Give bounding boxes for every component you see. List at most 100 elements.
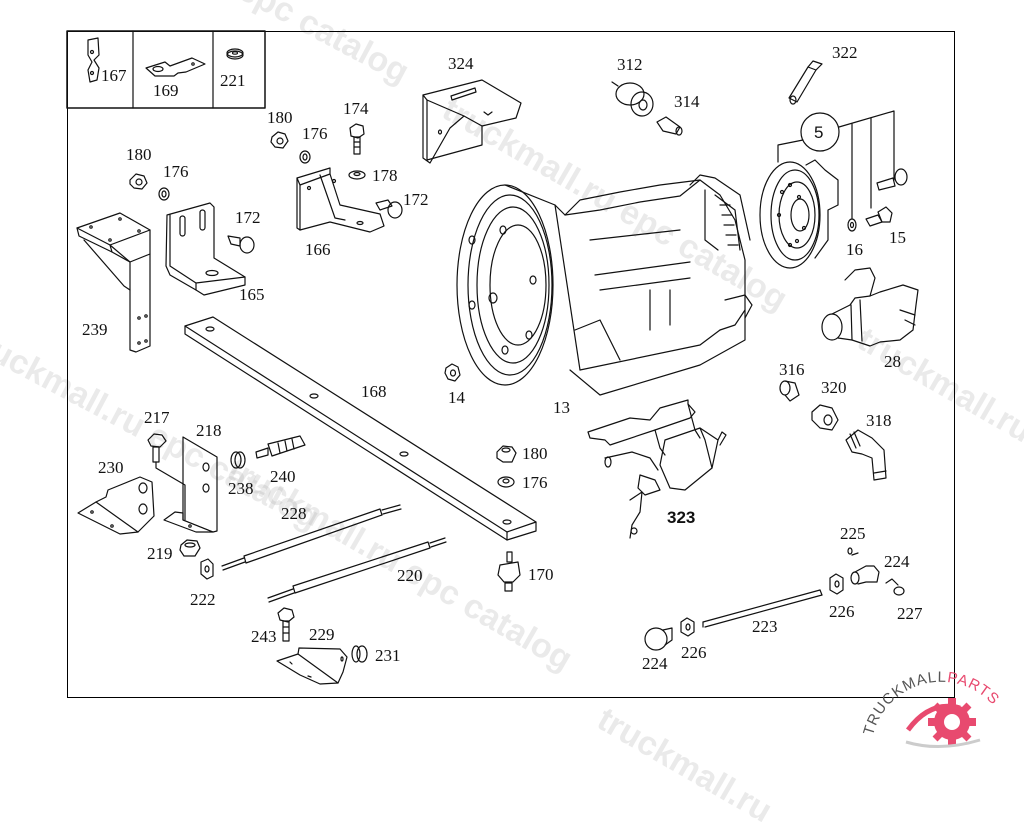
part-174-bolt[interactable] bbox=[350, 124, 364, 154]
callout-226[interactable]: 226 bbox=[681, 644, 707, 661]
callout-169[interactable]: 169 bbox=[153, 82, 179, 99]
part-324-bracket[interactable] bbox=[423, 80, 521, 163]
callout-180[interactable]: 180 bbox=[522, 445, 548, 462]
callout-324[interactable]: 324 bbox=[448, 55, 474, 72]
callout-323[interactable]: 323 bbox=[667, 509, 695, 526]
part-226-nut[interactable] bbox=[830, 574, 843, 594]
part-222-nut[interactable] bbox=[201, 559, 213, 579]
part-172-bolt[interactable] bbox=[228, 236, 254, 253]
callout-222[interactable]: 222 bbox=[190, 591, 216, 608]
callout-220[interactable]: 220 bbox=[397, 567, 423, 584]
part-166-bracket[interactable] bbox=[297, 168, 384, 232]
callout-174[interactable]: 174 bbox=[343, 100, 369, 117]
callout-243[interactable]: 243 bbox=[251, 628, 277, 645]
part-225-clip[interactable] bbox=[848, 548, 858, 555]
part-180-nut[interactable] bbox=[497, 446, 516, 462]
callout-316[interactable]: 316 bbox=[779, 361, 805, 378]
callout-218[interactable]: 218 bbox=[196, 422, 222, 439]
callout-224[interactable]: 224 bbox=[642, 655, 668, 672]
part-320-nut[interactable] bbox=[812, 405, 838, 430]
callout-221[interactable]: 221 bbox=[220, 72, 246, 89]
part-312-switch[interactable] bbox=[612, 82, 653, 116]
callout-224[interactable]: 224 bbox=[884, 553, 910, 570]
part-165-bracket[interactable] bbox=[166, 203, 245, 295]
callout-16[interactable]: 16 bbox=[846, 241, 863, 258]
callout-219[interactable]: 219 bbox=[147, 545, 173, 562]
callout-170[interactable]: 170 bbox=[528, 566, 554, 583]
part-238-bushing[interactable] bbox=[231, 452, 245, 468]
part-167-ground-strap[interactable] bbox=[88, 38, 99, 82]
part-170-rubber-mount[interactable] bbox=[498, 552, 520, 591]
callout-312[interactable]: 312 bbox=[617, 56, 643, 73]
callout-223[interactable]: 223 bbox=[752, 618, 778, 635]
part-230-bracket[interactable] bbox=[78, 477, 154, 534]
part-14-nut[interactable] bbox=[445, 364, 460, 381]
callout-168[interactable]: 168 bbox=[361, 383, 387, 400]
part-180-nut[interactable] bbox=[271, 132, 288, 148]
callout-15[interactable]: 15 bbox=[889, 229, 906, 246]
part-318-elbow-fitting[interactable] bbox=[846, 430, 886, 480]
part-231-bushing[interactable] bbox=[352, 646, 367, 662]
callout-226[interactable]: 226 bbox=[829, 603, 855, 620]
part-226-nut[interactable] bbox=[681, 618, 694, 636]
part-28-yoke[interactable] bbox=[822, 268, 918, 346]
part-15-bolt[interactable] bbox=[866, 169, 907, 226]
svg-text:TRUCKMALLPARTS: TRUCKMALLPARTS bbox=[860, 669, 1003, 738]
callout-176[interactable]: 176 bbox=[163, 163, 189, 180]
part-314-fitting[interactable] bbox=[657, 117, 682, 135]
callout-314[interactable]: 314 bbox=[674, 93, 700, 110]
part-178-washer[interactable] bbox=[349, 171, 365, 179]
part-219-nut[interactable] bbox=[180, 540, 200, 556]
callout-240[interactable]: 240 bbox=[270, 468, 296, 485]
callout-176[interactable]: 176 bbox=[302, 125, 328, 142]
part-243-bolt[interactable] bbox=[278, 608, 294, 641]
callout-238[interactable]: 238 bbox=[228, 480, 254, 497]
part-16-washer[interactable] bbox=[848, 219, 856, 231]
callout-180[interactable]: 180 bbox=[267, 109, 293, 126]
part-168-crossmember-bar[interactable] bbox=[185, 317, 536, 540]
part-224-ball-socket[interactable] bbox=[645, 628, 672, 650]
part-221-washer[interactable] bbox=[227, 49, 243, 59]
callout-165[interactable]: 165 bbox=[239, 286, 265, 303]
callout-217[interactable]: 217 bbox=[144, 409, 170, 426]
part-316-plug[interactable] bbox=[780, 381, 799, 401]
part-169-plate[interactable] bbox=[146, 58, 205, 76]
parts-diagram: epc catalog truckmall.ru epc catalog tru… bbox=[0, 0, 1024, 750]
part-323-valve-harness[interactable] bbox=[588, 400, 726, 538]
callout-322[interactable]: 322 bbox=[832, 44, 858, 61]
callout-166[interactable]: 166 bbox=[305, 241, 331, 258]
callout-172[interactable]: 172 bbox=[235, 209, 261, 226]
callout-172[interactable]: 172 bbox=[403, 191, 429, 208]
truckmall-parts-logo: TRUCKMALLPARTS bbox=[860, 660, 1024, 750]
part-224-ball-socket[interactable] bbox=[851, 566, 879, 584]
callout-231[interactable]: 231 bbox=[375, 647, 401, 664]
callout-320[interactable]: 320 bbox=[821, 379, 847, 396]
part-240-bushing-stud[interactable] bbox=[256, 436, 305, 458]
callout-13[interactable]: 13 bbox=[553, 399, 570, 416]
part-176-washer[interactable] bbox=[159, 188, 169, 200]
part-176-washer[interactable] bbox=[300, 151, 310, 163]
part-180-nut[interactable] bbox=[130, 174, 147, 189]
callout-228[interactable]: 228 bbox=[281, 505, 307, 522]
callout-239[interactable]: 239 bbox=[82, 321, 108, 338]
callout-229[interactable]: 229 bbox=[309, 626, 335, 643]
callout-227[interactable]: 227 bbox=[897, 605, 923, 622]
part-228-tie-rod[interactable] bbox=[222, 505, 401, 570]
callout-318[interactable]: 318 bbox=[866, 412, 892, 429]
callout-180[interactable]: 180 bbox=[126, 146, 152, 163]
part-176-washer[interactable] bbox=[498, 477, 514, 487]
part-227-ball-stud[interactable] bbox=[886, 579, 904, 595]
callout-14[interactable]: 14 bbox=[448, 389, 465, 406]
callout-167[interactable]: 167 bbox=[101, 67, 127, 84]
callout-176[interactable]: 176 bbox=[522, 474, 548, 491]
part-218-bracket[interactable] bbox=[164, 437, 217, 532]
callout-28[interactable]: 28 bbox=[884, 353, 901, 370]
part-5-output-flange[interactable] bbox=[760, 160, 838, 268]
part-322-sensor[interactable] bbox=[789, 61, 822, 104]
part-229-bracket[interactable] bbox=[277, 648, 347, 684]
callout-225[interactable]: 225 bbox=[840, 525, 866, 542]
part-13-transmission[interactable] bbox=[457, 175, 752, 395]
callout-230[interactable]: 230 bbox=[98, 459, 124, 476]
callout-5[interactable]: 5 bbox=[814, 124, 823, 141]
callout-178[interactable]: 178 bbox=[372, 167, 398, 184]
